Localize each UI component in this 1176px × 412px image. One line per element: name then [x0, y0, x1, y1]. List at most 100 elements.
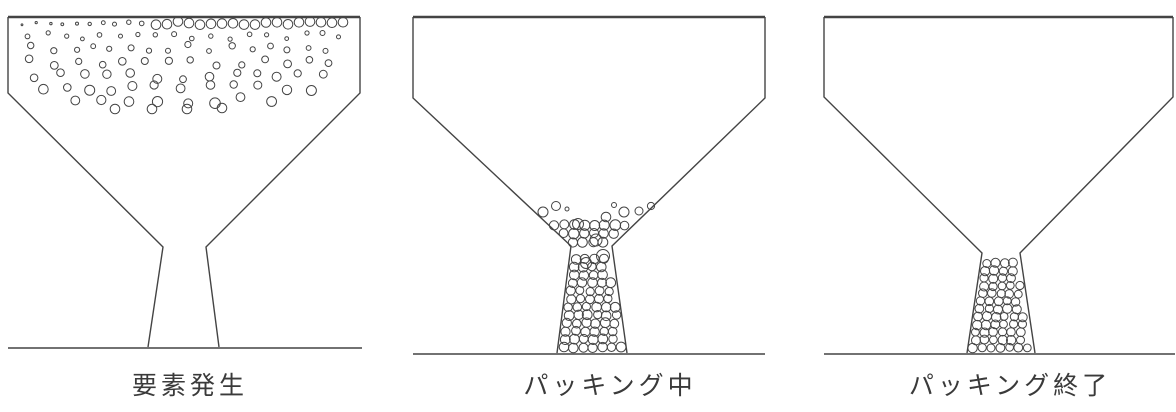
particle	[261, 18, 271, 28]
particle	[578, 237, 588, 247]
particle	[107, 46, 112, 51]
particle	[151, 20, 161, 30]
particle	[136, 32, 140, 36]
particle	[184, 18, 194, 28]
particle	[595, 286, 604, 295]
particle	[228, 37, 232, 41]
particle	[236, 93, 245, 102]
particle	[272, 72, 281, 81]
particle	[612, 203, 617, 208]
particle	[139, 21, 144, 26]
particle	[247, 32, 252, 37]
particle	[998, 328, 1006, 336]
particle	[88, 22, 91, 25]
panel3-hopper-wall-right	[1020, 17, 1173, 353]
particle	[565, 207, 569, 211]
particle	[319, 70, 327, 78]
particle	[285, 37, 289, 41]
particle	[980, 282, 989, 291]
particle	[146, 48, 151, 53]
particle	[978, 344, 986, 352]
particle	[124, 97, 134, 107]
particle	[107, 87, 116, 96]
particle	[569, 229, 579, 239]
particle	[180, 76, 187, 83]
particle	[1023, 344, 1031, 352]
particle	[187, 57, 193, 63]
particle	[81, 37, 85, 41]
particle	[606, 278, 616, 288]
panel-packing-in-progress	[413, 17, 765, 354]
particle	[127, 20, 131, 24]
particle	[75, 47, 80, 52]
particle	[128, 82, 137, 91]
particle	[51, 48, 57, 54]
particle	[126, 69, 135, 78]
particle	[128, 45, 134, 51]
caption-element-generation: 要素発生	[100, 366, 280, 402]
caption-packing-in-progress: パッキング中	[500, 366, 720, 402]
particle	[97, 33, 102, 38]
particle	[97, 95, 106, 104]
panel3-particles	[968, 258, 1031, 353]
particle	[305, 31, 309, 35]
particle	[306, 57, 313, 64]
particle	[538, 207, 548, 217]
particle	[549, 221, 558, 230]
panel-element-generation	[8, 17, 362, 348]
particle	[267, 97, 277, 107]
particle	[1000, 320, 1008, 328]
particle	[998, 282, 1006, 290]
particle	[206, 19, 216, 29]
particle	[1014, 343, 1023, 352]
particle	[162, 19, 172, 29]
particle	[590, 234, 602, 246]
particle	[25, 34, 30, 39]
particle	[987, 344, 995, 352]
particle	[262, 56, 269, 63]
particle	[972, 336, 981, 345]
particle	[1017, 336, 1025, 344]
panel1-hopper-wall-left	[8, 17, 163, 347]
particle	[990, 336, 998, 344]
particle	[57, 69, 65, 77]
particle	[619, 207, 629, 217]
particle	[254, 70, 261, 77]
particle	[294, 18, 304, 28]
particle	[234, 69, 241, 76]
particle	[28, 42, 34, 48]
particle	[635, 207, 643, 215]
particle	[268, 43, 274, 49]
particle	[46, 31, 50, 35]
particle	[103, 70, 111, 78]
particle	[306, 46, 311, 51]
particle	[76, 22, 79, 25]
particle	[283, 20, 293, 30]
particle	[165, 57, 172, 64]
particle	[586, 295, 595, 304]
particle	[975, 304, 984, 313]
particle	[176, 84, 185, 93]
particle	[601, 311, 611, 321]
particle	[1016, 281, 1024, 289]
panel-packing-finished	[824, 17, 1175, 354]
particle	[994, 297, 1003, 306]
particle	[152, 97, 162, 107]
panel2-particles	[538, 202, 655, 353]
particle	[81, 70, 90, 79]
panel2-hopper-wall-left	[413, 17, 571, 353]
particle	[239, 62, 245, 68]
particle	[21, 24, 23, 26]
particle	[254, 81, 262, 89]
particle	[213, 62, 220, 69]
particle	[50, 22, 52, 24]
particle	[610, 319, 619, 328]
particle	[50, 62, 58, 70]
particle	[35, 22, 37, 24]
particle	[323, 48, 328, 53]
particle	[61, 23, 64, 26]
particle	[99, 61, 106, 68]
particle	[71, 96, 80, 105]
panel1-hopper-wall-right	[206, 17, 360, 347]
